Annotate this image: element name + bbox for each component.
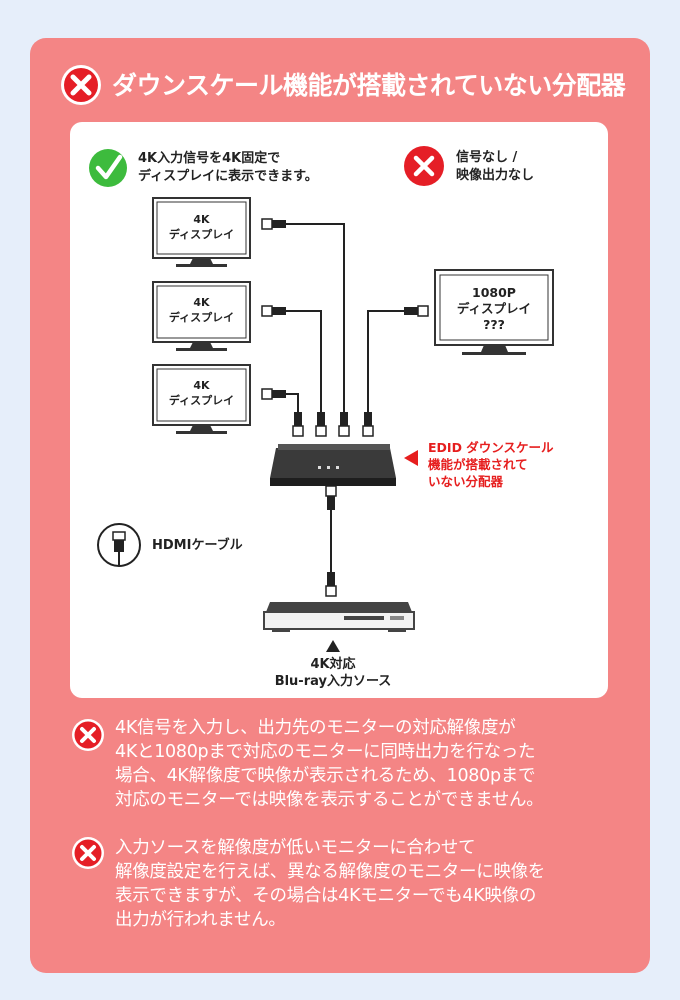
- source-label-line2: Blu-ray入力ソース: [275, 673, 392, 689]
- hdmi-connectors: [261, 218, 429, 597]
- display-4k-2: 4K ディスプレイ: [152, 281, 251, 351]
- note-2-line-3: 表示できますが、その場合は4Kモニターでも4K映像の: [115, 886, 537, 906]
- note-1-line-1: 4K信号を入力し、出力先のモニターの対応解像度が: [115, 718, 516, 738]
- display-1080p: 1080P ディスプレイ ???: [434, 269, 554, 355]
- page-title: ダウンスケール機能が搭載されていない分配器: [112, 71, 626, 100]
- note-1: 4K信号を入力し、出力先のモニターの対応解像度が 4Kと1080pまで対応のモニ…: [115, 716, 544, 812]
- ng-caption-line1: 信号なし /: [456, 149, 518, 165]
- splitter-diagram: 4K入力信号を4K固定で ディスプレイに表示できます。 信号なし / 映像出力な…: [89, 146, 554, 689]
- note-2-line-2: 解像度設定を行えば、異なる解像度のモニターに映像を: [115, 862, 545, 882]
- display-4k-2-line2: ディスプレイ: [169, 310, 234, 324]
- splitter-label-line2: 機能が搭載されて: [428, 457, 528, 472]
- source-arrow-icon: [326, 640, 340, 652]
- check-icon: [89, 149, 127, 187]
- display-1080p-line1: 1080P: [472, 285, 516, 300]
- note-2-line-4: 出力が行われません。: [115, 910, 286, 930]
- display-4k-1-line1: 4K: [193, 213, 210, 226]
- x-mark-icon: [404, 146, 444, 186]
- x-mark-icon: [72, 719, 104, 751]
- x-mark-icon: [61, 65, 101, 105]
- display-4k-3-line1: 4K: [193, 379, 210, 392]
- display-4k-3-line2: ディスプレイ: [169, 393, 234, 407]
- source-label-line1: 4K対応: [310, 656, 355, 672]
- display-4k-1-line2: ディスプレイ: [169, 227, 234, 241]
- splitter-label-line3: いない分配器: [428, 474, 504, 489]
- x-mark-icon: [72, 837, 104, 869]
- cable-legend-label: HDMIケーブル: [152, 537, 243, 553]
- note-2: 入力ソースを解像度が低いモニターに合わせて 解像度設定を行えば、異なる解像度のモ…: [115, 836, 545, 932]
- splitter-label-line1: EDID ダウンスケール: [428, 440, 554, 455]
- ng-caption-line2: 映像出力なし: [456, 167, 534, 183]
- hdmi-cables: [285, 223, 405, 578]
- note-1-line-4: 対応のモニターでは映像を表示することができません。: [115, 790, 544, 810]
- display-4k-3: 4K ディスプレイ: [152, 364, 251, 434]
- display-4k-1: 4K ディスプレイ: [152, 197, 251, 267]
- splitter-device: [270, 444, 396, 486]
- diagram-panel: 4K入力信号を4K固定で ディスプレイに表示できます。 信号なし / 映像出力な…: [70, 122, 608, 698]
- bluray-player: [263, 602, 415, 632]
- note-1-line-3: 場合、4K解像度で映像が表示されるため、1080pまで: [115, 766, 536, 786]
- note-2-line-1: 入力ソースを解像度が低いモニターに合わせて: [115, 838, 476, 858]
- ok-caption-line1: 4K入力信号を4K固定で: [138, 150, 280, 166]
- display-1080p-line3: ???: [483, 317, 505, 332]
- pointer-arrow-icon: [404, 450, 418, 466]
- hdmi-cable-icon: [97, 523, 141, 567]
- ok-caption-line2: ディスプレイに表示できます。: [138, 168, 318, 184]
- display-4k-2-line1: 4K: [193, 296, 210, 309]
- note-1-line-2: 4Kと1080pまで対応のモニターに同時出力を行なった: [115, 742, 536, 762]
- display-1080p-line2: ディスプレイ: [457, 301, 531, 316]
